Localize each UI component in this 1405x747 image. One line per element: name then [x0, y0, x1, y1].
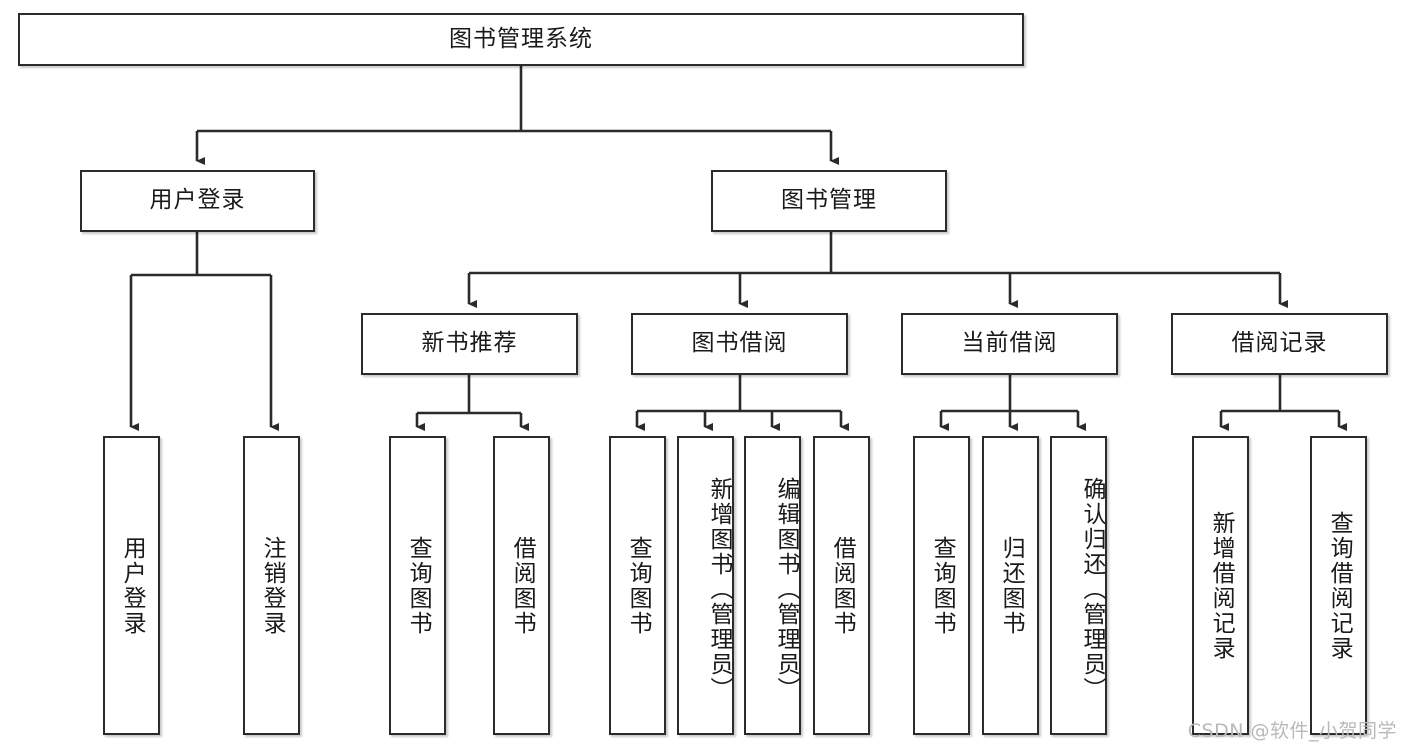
node-book-manage-label: 图书管理: [781, 187, 877, 214]
node-leaf-borrow-book-1[interactable]: 借阅图书: [493, 436, 550, 735]
node-leaf-query-record[interactable]: 查询借阅记录: [1310, 436, 1367, 735]
node-current-borrow[interactable]: 当前借阅: [901, 313, 1118, 375]
node-leaf-add-book-label: 新增图书（管理员）: [706, 477, 732, 702]
node-borrow-record[interactable]: 借阅记录: [1171, 313, 1388, 375]
node-leaf-query-book-3[interactable]: 查询图书: [913, 436, 970, 735]
node-leaf-confirm-return-label: 确认归还（管理员）: [1079, 477, 1105, 702]
node-leaf-logout-login[interactable]: 注销登录: [243, 436, 300, 735]
node-book-borrow-label: 图书借阅: [691, 330, 788, 357]
node-current-borrow-label: 当前借阅: [961, 330, 1058, 357]
node-leaf-add-book[interactable]: 新增图书（管理员）: [677, 436, 734, 735]
node-leaf-query-book-2-label: 查询图书: [625, 535, 652, 636]
node-leaf-edit-book-label: 编辑图书（管理员）: [773, 477, 799, 702]
node-leaf-add-record-label: 新增借阅记录: [1208, 510, 1235, 661]
node-leaf-borrow-book-2-label: 借阅图书: [829, 535, 856, 636]
node-leaf-user-login-label: 用户登录: [119, 535, 146, 636]
node-leaf-confirm-return[interactable]: 确认归还（管理员）: [1050, 436, 1107, 735]
node-user-login[interactable]: 用户登录: [80, 170, 315, 232]
node-leaf-user-login[interactable]: 用户登录: [103, 436, 160, 735]
node-user-login-label: 用户登录: [149, 187, 246, 214]
node-leaf-borrow-book-1-label: 借阅图书: [509, 535, 536, 636]
csdn-watermark: CSDN @软件_小贺同学: [1187, 720, 1397, 742]
node-leaf-return-book-label: 归还图书: [998, 535, 1025, 636]
node-root[interactable]: 图书管理系统: [18, 13, 1024, 66]
node-leaf-query-record-label: 查询借阅记录: [1326, 510, 1353, 661]
node-leaf-logout-login-label: 注销登录: [259, 535, 286, 636]
node-book-manage[interactable]: 图书管理: [711, 170, 947, 232]
node-leaf-query-book-1-label: 查询图书: [405, 535, 432, 636]
node-leaf-add-record[interactable]: 新增借阅记录: [1192, 436, 1249, 735]
node-leaf-query-book-3-label: 查询图书: [929, 535, 956, 636]
node-leaf-query-book-1[interactable]: 查询图书: [389, 436, 446, 735]
node-root-label: 图书管理系统: [449, 25, 593, 52]
node-borrow-record-label: 借阅记录: [1231, 330, 1328, 357]
node-book-borrow[interactable]: 图书借阅: [631, 313, 848, 375]
node-leaf-borrow-book-2[interactable]: 借阅图书: [813, 436, 870, 735]
node-leaf-query-book-2[interactable]: 查询图书: [609, 436, 666, 735]
node-new-book-recommend-label: 新书推荐: [421, 330, 518, 357]
node-new-book-recommend[interactable]: 新书推荐: [361, 313, 578, 375]
node-leaf-return-book[interactable]: 归还图书: [982, 436, 1039, 735]
node-leaf-edit-book[interactable]: 编辑图书（管理员）: [744, 436, 801, 735]
